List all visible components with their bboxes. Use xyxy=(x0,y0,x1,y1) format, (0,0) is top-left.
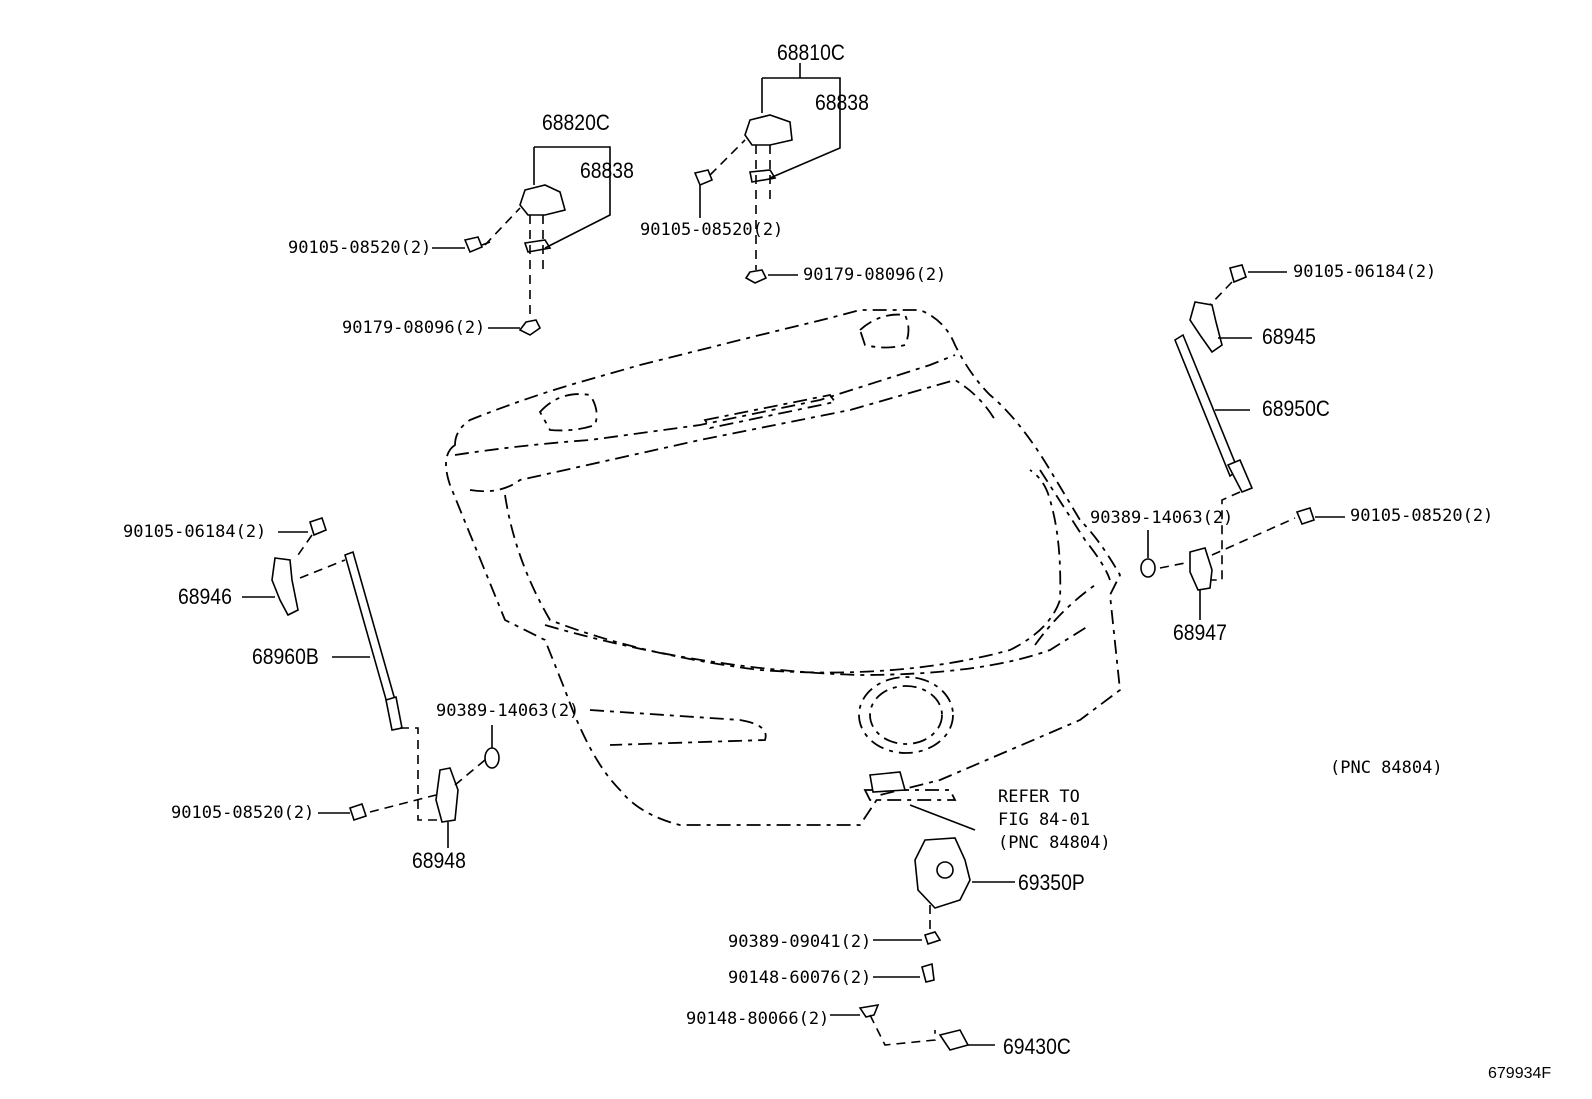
label-refer-line3: (PNC 84804) xyxy=(998,833,1111,853)
gas-stay-left-icon xyxy=(271,516,403,731)
label-pnc-note: (PNC 84804) xyxy=(1330,758,1443,778)
label-bolt-stay-bottom-right: 90105-08520(2) xyxy=(1350,506,1494,526)
label-nut-hinge-left: 90179-08096(2) xyxy=(342,318,486,338)
label-bolt-hinge-left: 90105-08520(2) xyxy=(288,238,432,258)
gas-stay-right-icon xyxy=(1174,264,1254,494)
hinge-right-icon xyxy=(744,114,793,284)
bracket-68948-icon xyxy=(348,747,500,823)
label-68820c: 68820C xyxy=(542,110,610,135)
handle-icon xyxy=(869,771,907,793)
label-refer-line1: REFER TO xyxy=(998,787,1080,807)
label-68810c: 68810C xyxy=(777,40,845,65)
label-refer-line2: FIG 84-01 xyxy=(998,810,1091,830)
back-door-panel xyxy=(445,309,1122,826)
label-68960b: 68960B xyxy=(252,644,319,669)
label-68838-right: 68838 xyxy=(815,90,869,115)
figure-id: 679934F xyxy=(1488,1065,1552,1082)
striker-icon xyxy=(858,1003,970,1051)
label-screw-striker: 90148-80066(2) xyxy=(686,1009,830,1029)
label-nut-hinge-right: 90179-08096(2) xyxy=(803,265,947,285)
bolt-hinge-left-icon xyxy=(463,236,491,254)
label-68950c: 68950C xyxy=(1262,396,1330,421)
door-lock-icon xyxy=(914,837,971,983)
label-bolt-stay-top-right: 90105-06184(2) xyxy=(1293,262,1437,282)
label-bolt-hinge-right: 90105-08520(2) xyxy=(640,220,784,240)
label-bolt-stay-bottom-left: 90105-08520(2) xyxy=(171,803,315,823)
label-68948: 68948 xyxy=(412,848,466,873)
label-washer-lock: 90389-09041(2) xyxy=(728,932,872,952)
label-bolt-lock: 90148-60076(2) xyxy=(728,968,872,988)
label-68946: 68946 xyxy=(178,584,232,609)
label-69350p: 69350P xyxy=(1018,870,1085,895)
bracket-68947-icon xyxy=(1140,507,1316,591)
label-washer-right: 90389-14063(2) xyxy=(1090,508,1234,528)
label-washer-left: 90389-14063(2) xyxy=(436,701,580,721)
label-68838-left: 68838 xyxy=(580,158,634,183)
label-bolt-stay-top-left: 90105-06184(2) xyxy=(123,522,267,542)
label-68947: 68947 xyxy=(1173,620,1227,645)
label-68945: 68945 xyxy=(1262,324,1316,349)
hinge-left-icon xyxy=(518,184,566,336)
label-69430c: 69430C xyxy=(1003,1034,1071,1059)
bolt-hinge-right-icon xyxy=(693,169,714,187)
